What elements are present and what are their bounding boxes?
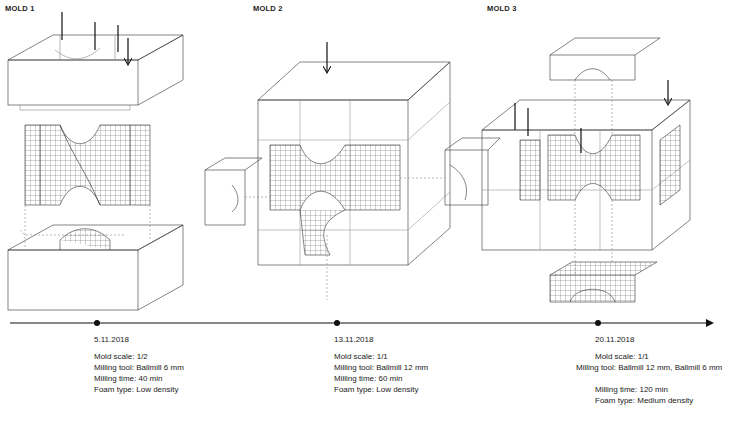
mold-title: MOLD 1 [5,4,35,13]
spec-line: Foam type: Low density [334,385,418,395]
spec-line: Milling tool: Ballmill 6 mm [94,363,184,373]
spec-line: Mold scale: 1/1 [334,352,388,362]
mold-title: MOLD 2 [253,4,283,13]
mold-title: MOLD 3 [487,4,517,13]
date-label: 5.11.2018 [94,335,129,345]
spec-line: Milling tool: Ballmill 12 mm, Ballmill 6… [576,363,726,373]
date-label: 13.11.2018 [334,335,373,345]
spec-line: Milling time: 60 min [334,374,402,384]
spec-line: Mold scale: 1/2 [94,352,148,362]
date-label: 20.11.2018 [595,335,634,345]
spec-line: Milling time: 40 min [94,374,162,384]
spec-line: Milling time: 120 min [595,385,668,395]
spec-line: Milling tool: Ballmill 12 mm [334,363,428,373]
spec-line: Mold scale: 1/1 [595,352,649,362]
spec-line: Foam type: Low density [94,385,178,395]
spec-line: Foam type: Medium density [595,396,693,406]
